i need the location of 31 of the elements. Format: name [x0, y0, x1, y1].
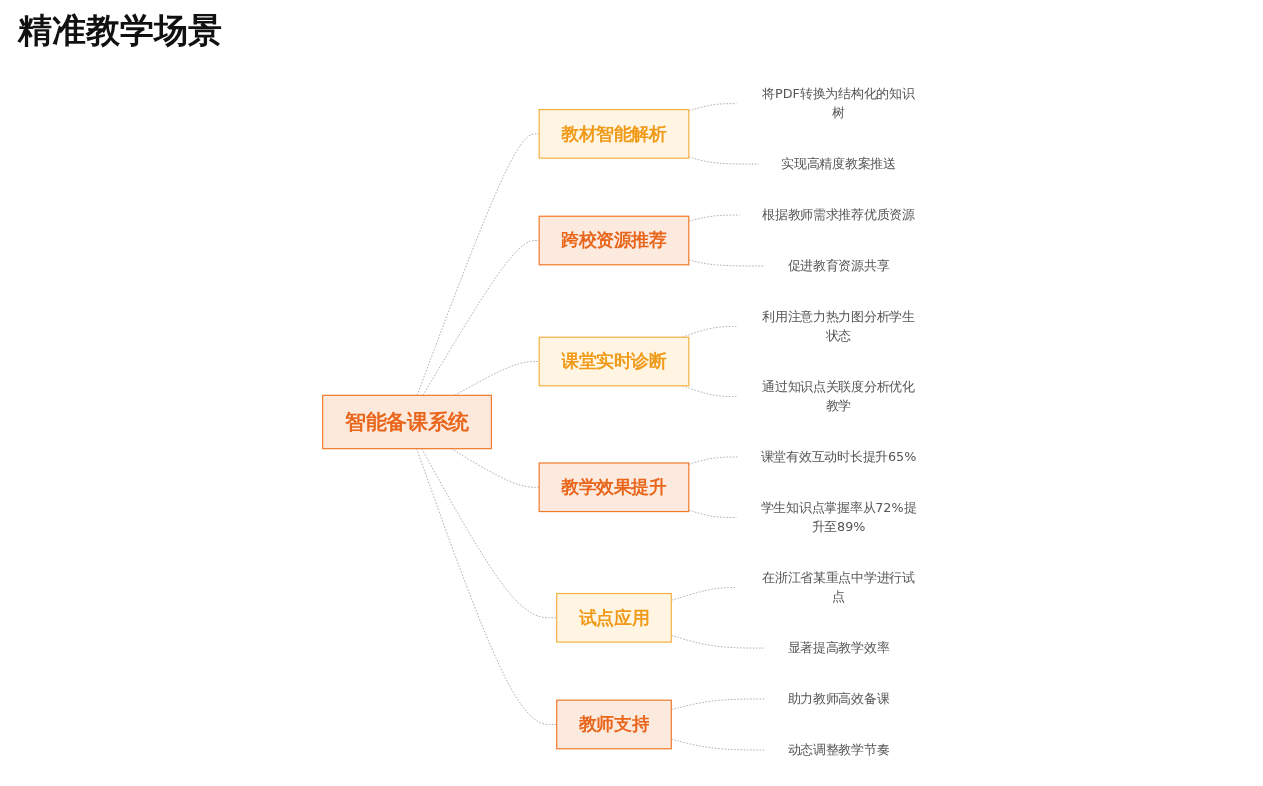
- connector: [688, 509, 737, 518]
- connector: [422, 240, 540, 396]
- node-text: 助力教师高效备课: [787, 691, 890, 707]
- node-text: 动态调整教学节奏: [787, 741, 890, 758]
- node-box: 教师支持: [556, 699, 672, 750]
- node-text: 利用注意力热力图分析学生状态: [762, 308, 915, 344]
- connector: [682, 385, 737, 397]
- node-box: 跨校资源推荐: [538, 215, 690, 266]
- node-box: 课堂实时诊断: [538, 336, 690, 387]
- connector: [688, 259, 766, 267]
- connector: [682, 326, 737, 338]
- node-text: 实现高精度教案推送: [781, 156, 896, 172]
- connector: [454, 361, 540, 396]
- node-text: 将PDF转换为结构化的知识树: [762, 86, 915, 121]
- node-box: 教学效果提升: [538, 462, 690, 513]
- connector: [688, 456, 739, 465]
- node-text: 学生知识点掌握率从72%提升至89%: [760, 500, 917, 535]
- page-title: 精准教学场景: [18, 9, 223, 52]
- node-text: 在浙江省某重点中学进行试点: [762, 570, 915, 605]
- node-text: 促进教育资源共享: [787, 258, 890, 274]
- node-box: 教材智能解析: [538, 109, 690, 159]
- node-text: 课堂有效互动时长提升65%: [760, 449, 917, 465]
- node-text: 根据教师需求推荐优质资源: [762, 207, 915, 223]
- node-box: 智能备课系统: [322, 394, 492, 450]
- connector: [688, 156, 760, 165]
- connector: [688, 214, 741, 222]
- connector: [416, 133, 540, 396]
- node-text: 通过知识点关联度分析优化教学: [762, 379, 915, 414]
- node-box: 试点应用: [556, 592, 672, 643]
- connector: [688, 103, 737, 112]
- node-text: 显著提高教学效率: [787, 640, 890, 656]
